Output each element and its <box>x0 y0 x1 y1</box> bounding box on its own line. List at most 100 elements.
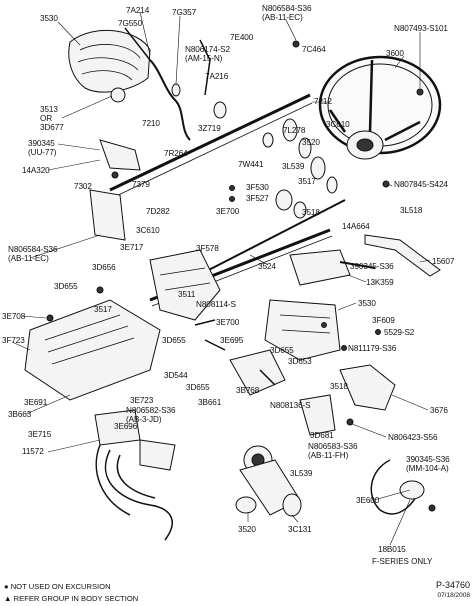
multifunction-switch <box>289 234 441 286</box>
part-label: N807845-S424 <box>394 180 448 189</box>
part-label: 5529-S2 <box>384 328 415 337</box>
part-label: 3L539 <box>290 469 313 478</box>
part-label: 3D655 <box>270 346 294 355</box>
part-label: 7379 <box>132 180 150 189</box>
part-label: 3C610 <box>326 120 350 129</box>
part-label: 7A214 <box>126 6 150 15</box>
part-label: 3C131 <box>288 525 312 534</box>
part-label: 3600 <box>386 49 404 58</box>
part-label: 390345 (UU-77) <box>28 139 57 157</box>
part-label: 3F723 <box>2 336 25 345</box>
part-label: 3F609 <box>372 316 395 325</box>
part-label: 3518 <box>302 208 320 217</box>
part-label: 3D655 <box>186 383 210 392</box>
part-label: 3517 <box>94 305 112 314</box>
part-label: 7G357 <box>172 8 197 17</box>
part-label: 3Z719 <box>198 124 221 133</box>
part-label: 15607 <box>432 257 455 266</box>
upper-shroud <box>68 30 151 93</box>
part-label: 390345-S36 <box>350 262 394 271</box>
shift-rod <box>124 27 211 141</box>
part-label: 3E696 <box>114 422 138 431</box>
part-label: 7E400 <box>230 33 254 42</box>
part-label: N806174-S2 (AM-15-N) <box>185 45 230 63</box>
part-label: 3F530 <box>246 183 269 192</box>
part-label: 3520 <box>302 138 320 147</box>
part-label: 7D282 <box>146 207 170 216</box>
part-label: 3E717 <box>120 243 144 252</box>
left-brackets <box>89 87 141 294</box>
part-label: 3B663 <box>8 410 32 419</box>
part-label: N806584-S36 (AB-11-EC) <box>262 4 312 22</box>
series-note: F-SERIES ONLY <box>372 557 433 566</box>
bearing-stack <box>171 83 338 219</box>
lower-shroud <box>264 299 341 361</box>
part-label: 390345-S36 (MM-104-A) <box>406 455 450 473</box>
tilt-lever <box>299 364 396 436</box>
lower-column-housing <box>24 249 221 401</box>
part-label: N807493-S101 <box>394 24 448 33</box>
fasteners <box>46 40 424 426</box>
part-label: 3E723 <box>130 396 154 405</box>
part-label: N811179-S36 <box>348 344 397 353</box>
part-label: 7302 <box>74 182 92 191</box>
part-label: 3530 <box>358 299 376 308</box>
part-label: N808114-S <box>196 300 236 309</box>
part-label: 3L518 <box>400 206 423 215</box>
part-label: N806584-S36 (AB-11-EC) <box>8 245 58 263</box>
figure-id: P-34760 <box>435 580 470 590</box>
part-label: 18B015 <box>378 545 406 554</box>
part-label: 3L539 <box>282 162 305 171</box>
ignition-parts <box>229 349 302 517</box>
part-label: 3513 OR 3D677 <box>40 105 64 132</box>
figure-date: 07/18/2008 <box>437 592 470 599</box>
part-label: 7W441 <box>238 160 264 169</box>
part-label: 7210 <box>142 119 160 128</box>
part-label: N806582-S36 (AB-3-JD) <box>126 406 176 424</box>
part-label: 3517 <box>298 177 316 186</box>
part-label: 3524 <box>258 262 276 271</box>
part-label: 7A216 <box>205 72 229 81</box>
part-label: 3511 <box>178 290 196 299</box>
part-label: 7212 <box>314 97 332 106</box>
wiring-harness <box>94 409 176 541</box>
part-label: 3520 <box>238 525 256 534</box>
part-label: 3D655 <box>54 282 78 291</box>
part-label: 7G550 <box>118 19 143 28</box>
part-label: N806423-S56 <box>388 433 438 442</box>
note-not-used-on-excursion: ● NOT USED ON EXCURSION <box>4 582 111 591</box>
part-label: 7C464 <box>302 45 326 54</box>
part-label: 3E715 <box>28 430 52 439</box>
part-label: 13K359 <box>366 278 394 287</box>
part-label: 7L278 <box>283 126 306 135</box>
part-label: N808136-S <box>270 401 311 410</box>
part-label: 3D655 <box>162 336 186 345</box>
part-label: 3D653 <box>288 357 312 366</box>
part-label: 3E708 <box>2 312 26 321</box>
part-label: 3E700 <box>216 318 240 327</box>
part-label: 3E700 <box>216 207 240 216</box>
leader-lines <box>11 11 431 546</box>
part-label: 3D656 <box>92 263 116 272</box>
part-label: 3F527 <box>246 194 269 203</box>
part-label: 3E695 <box>220 336 244 345</box>
part-label: 3518 <box>330 382 348 391</box>
part-label: 3B768 <box>236 386 260 395</box>
part-label: 11572 <box>22 447 44 456</box>
part-label: 3D681 <box>310 431 334 440</box>
steering-wheel <box>318 55 442 160</box>
part-label: N806583-S36 (AB-11-FH) <box>308 442 358 460</box>
part-label: 3C610 <box>136 226 160 235</box>
part-label: 3676 <box>430 406 448 415</box>
part-label: 7R264 <box>164 149 188 158</box>
part-label: 14A320 <box>22 166 50 175</box>
part-label: 3E600 <box>356 496 380 505</box>
part-label: 3E691 <box>24 398 48 407</box>
note-refer-body-section: ▲ REFER GROUP IN BODY SECTION <box>4 594 139 603</box>
part-label: 3530 <box>40 14 58 23</box>
part-label: 3D544 <box>164 371 188 380</box>
part-label: 3B661 <box>198 398 222 407</box>
part-label: 3F578 <box>196 244 219 253</box>
